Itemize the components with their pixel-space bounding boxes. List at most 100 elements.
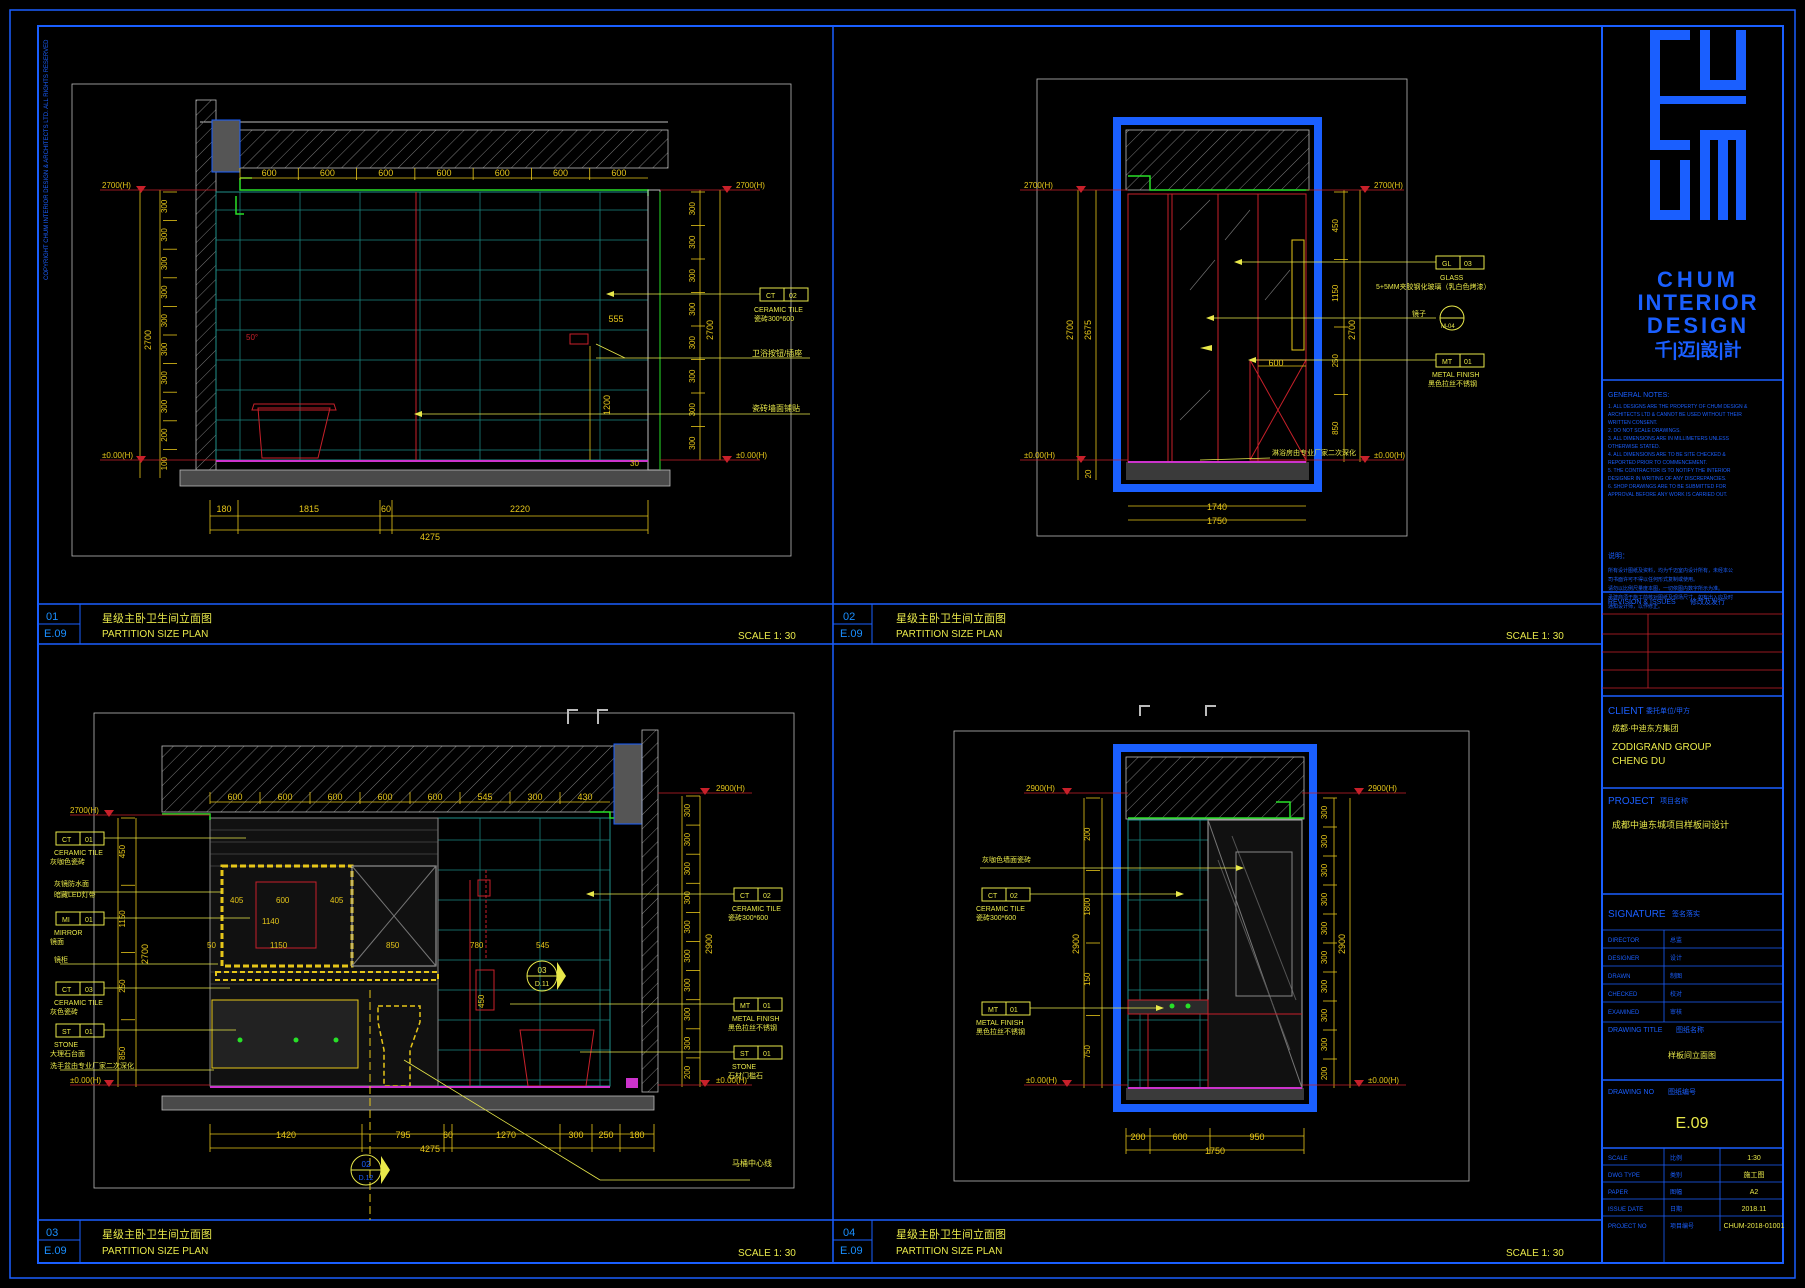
note-line: ARCHITECTS LTD & CANNOT BE USED WITHOUT … xyxy=(1608,412,1742,418)
svg-text:03: 03 xyxy=(538,966,547,975)
dimension-value: 300 xyxy=(683,920,692,934)
dimension-value: 300 xyxy=(1320,805,1329,819)
dimension-total: 2700 xyxy=(705,320,715,340)
dimension-value: 300 xyxy=(160,199,169,213)
dimension-value: 300 xyxy=(1320,950,1329,964)
view-title-cn: 星级主卧卫生间立面图 xyxy=(102,611,212,625)
view-title-03: 03 E.09 星级主卧卫生间立面图 PARTITION SIZE PLAN S… xyxy=(44,1227,796,1259)
svg-text:CT: CT xyxy=(988,893,998,900)
note-line: REPORTED PRIOR TO COMMENCEMENT. xyxy=(1608,460,1707,466)
dimension-value: 300 xyxy=(688,436,697,450)
material-label: 灰咖色瓷砖 xyxy=(50,857,85,866)
dimension: 600 xyxy=(1268,358,1283,368)
client-cn-label: 委托单位/甲方 xyxy=(1646,706,1690,715)
note-line: 3. ALL DIMENSIONS ARE IN MILLIMETERS UNL… xyxy=(1608,436,1730,442)
svg-text:01: 01 xyxy=(1464,359,1472,366)
dimension-value: 300 xyxy=(683,832,692,846)
material-label: 黑色拉丝不锈钢 xyxy=(1428,379,1477,388)
view-title-en: PARTITION SIZE PLAN xyxy=(102,1246,208,1257)
dimension-value: 600 xyxy=(378,168,393,178)
svg-text:01: 01 xyxy=(85,917,93,924)
material-label: 瓷砖300*600 xyxy=(754,314,794,323)
dimension-value: 300 xyxy=(683,1036,692,1050)
level-mark: 2700(H) xyxy=(102,181,131,190)
view-scale: SCALE 1: 30 xyxy=(1506,1248,1564,1259)
material-label: METAL FINISH xyxy=(1432,372,1479,379)
note-line: 4. ALL DIMENSIONS ARE TO BE SITE CHECKED… xyxy=(1608,452,1726,458)
meta-label: PAPER xyxy=(1608,1190,1629,1196)
dimension-value: 545 xyxy=(477,792,492,802)
level-mark: 2700(H) xyxy=(1374,181,1403,190)
material-label: 大理石台面 xyxy=(50,1049,85,1058)
dimension-value: 950 xyxy=(1249,1132,1264,1142)
note-line: DESIGNER IN WRITING OF ANY DISCREPANCIES… xyxy=(1608,476,1726,482)
dimension-value: 430 xyxy=(577,792,592,802)
level-mark: ±0.00(H) xyxy=(1368,1076,1399,1085)
level-mark: 2900(H) xyxy=(1026,784,1055,793)
notes-cn-title: 说明： xyxy=(1608,551,1629,560)
note: 灰镜防水面 xyxy=(54,879,89,888)
meta-label: PROJECT NO xyxy=(1608,1224,1647,1230)
meta-label-cn: 类别 xyxy=(1670,1171,1682,1179)
level-mark: 2900(H) xyxy=(1368,784,1397,793)
material-label: 灰色瓷砖 xyxy=(50,1007,78,1016)
client-label: CLIENT xyxy=(1608,706,1644,717)
drawing-title-label: DRAWING TITLE xyxy=(1608,1027,1663,1034)
dimension: 780 xyxy=(470,941,484,950)
meta-label: SCALE xyxy=(1608,1156,1628,1162)
note: 镜柜 xyxy=(54,955,68,964)
material-label: MIRROR xyxy=(54,930,82,937)
note-line: APPROVAL BEFORE ANY WORK IS CARRIED OUT. xyxy=(1608,492,1727,498)
note-line: 司书面许可不得以任何形式复制或使用。 xyxy=(1608,576,1698,583)
dimension: 2700 xyxy=(1065,320,1075,340)
svg-text:02: 02 xyxy=(789,293,797,300)
svg-text:02: 02 xyxy=(763,893,771,900)
dimension-total: 2700 xyxy=(143,330,153,350)
dimension: 20 xyxy=(1084,469,1093,478)
dimension: 555 xyxy=(608,314,623,324)
material-label: CERAMIC TILE xyxy=(54,1000,103,1007)
dimension-value: 600 xyxy=(227,792,242,802)
svg-text:GL: GL xyxy=(1442,261,1451,268)
dimension-value: 60 xyxy=(381,504,391,514)
material-label: CERAMIC TILE xyxy=(976,906,1025,913)
dimension-value: 300 xyxy=(688,235,697,249)
view-title-en: PARTITION SIZE PLAN xyxy=(896,629,1002,640)
dimension-value: 600 xyxy=(1172,1132,1187,1142)
project-cn-label: 项目名称 xyxy=(1660,796,1688,805)
dimension-value: 600 xyxy=(611,168,626,178)
material-label: STONE xyxy=(54,1042,78,1049)
dimension-value: 300 xyxy=(1320,834,1329,848)
view-number: 02 xyxy=(843,611,855,623)
note-line: 请勿以比例尺量度本图，一切依图内数字所示为准。 xyxy=(1608,585,1723,592)
material-label: CERAMIC TILE xyxy=(754,307,803,314)
note: 瓷砖墙面铺贴 xyxy=(752,403,800,413)
dimension: 2675 xyxy=(1083,320,1093,340)
dimension: 1150 xyxy=(270,941,288,950)
dimension-value: 300 xyxy=(688,403,697,417)
material-label: 瓷砖300*600 xyxy=(728,913,768,922)
dimension-value: 600 xyxy=(427,792,442,802)
note: 马桶中心线 xyxy=(732,1158,772,1168)
svg-text:CT: CT xyxy=(62,837,72,844)
material-label: METAL FINISH xyxy=(732,1016,779,1023)
view-title-en: PARTITION SIZE PLAN xyxy=(102,629,208,640)
dimension-value: 600 xyxy=(262,168,277,178)
material-label: STONE xyxy=(732,1064,756,1071)
dimension-value: 300 xyxy=(1320,1008,1329,1022)
dimension-value: 250 xyxy=(118,979,127,993)
svg-text:01: 01 xyxy=(763,1051,771,1058)
dimension-value: 300 xyxy=(527,792,542,802)
